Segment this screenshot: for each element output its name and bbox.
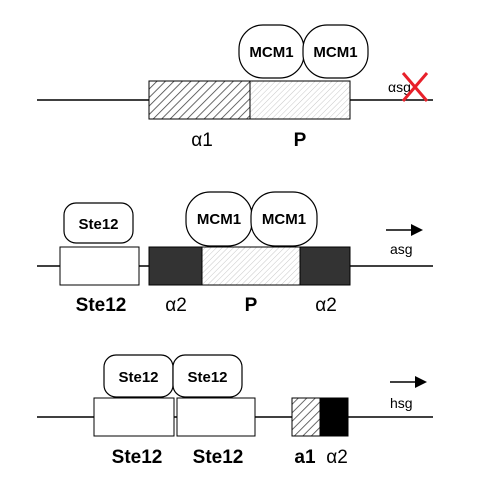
element-label-ste12: Ste12 (76, 295, 127, 316)
ste12-protein-label: Ste12 (78, 216, 118, 233)
element-label-a1: a1 (294, 447, 316, 468)
ste12-protein-label-right: Ste12 (187, 369, 227, 386)
alpha2-site-box-right (299, 246, 351, 286)
element-label-p: P (245, 295, 258, 316)
repressed-x-icon (401, 72, 429, 102)
p-site-box (249, 80, 351, 120)
element-label-alpha2-right: α2 (315, 295, 337, 316)
panel-a-specific-active: Ste12 MCM1 MCM1 asg Ste12 α2 P α2 (37, 191, 433, 316)
element-label-alpha2: α2 (326, 447, 348, 468)
ste12-site-box-right (176, 397, 256, 437)
mcm1-protein-right (302, 24, 369, 79)
element-label-alpha2-left: α2 (165, 295, 187, 316)
mcm1-protein-right (250, 191, 318, 247)
mcm1-label-right: MCM1 (262, 211, 306, 228)
alpha2-site-box-left (148, 246, 203, 286)
ste12-protein (63, 202, 134, 244)
element-label-p: P (294, 130, 307, 151)
ste12-site-box-left (93, 397, 175, 437)
mcm1-label-left: MCM1 (197, 211, 241, 228)
panel-alpha-specific-repressed: MCM1 MCM1 αsg α1 P (37, 24, 433, 151)
p-site-box (201, 246, 301, 286)
gene-label-asg: asg (390, 241, 413, 257)
ste12-protein-right (172, 354, 243, 398)
ste12-protein-label-left: Ste12 (118, 369, 158, 386)
mcm1-label-right: MCM1 (313, 44, 357, 61)
ste12-site-box (59, 246, 140, 286)
mcm1-label-left: MCM1 (249, 44, 293, 61)
alpha2-site-box (319, 397, 349, 437)
panel-haploid-specific-active: Ste12 Ste12 hsg Ste12 Ste12 a1 α2 (37, 354, 433, 468)
element-label-ste12-right: Ste12 (193, 447, 244, 468)
a1-site-box (291, 397, 321, 437)
gene-label-alpha-sg: αsg (388, 79, 411, 95)
alpha1-site-box (148, 80, 251, 120)
element-label-alpha1: α1 (191, 130, 213, 151)
gene-label-hsg: hsg (390, 395, 413, 411)
element-label-ste12-left: Ste12 (112, 447, 163, 468)
